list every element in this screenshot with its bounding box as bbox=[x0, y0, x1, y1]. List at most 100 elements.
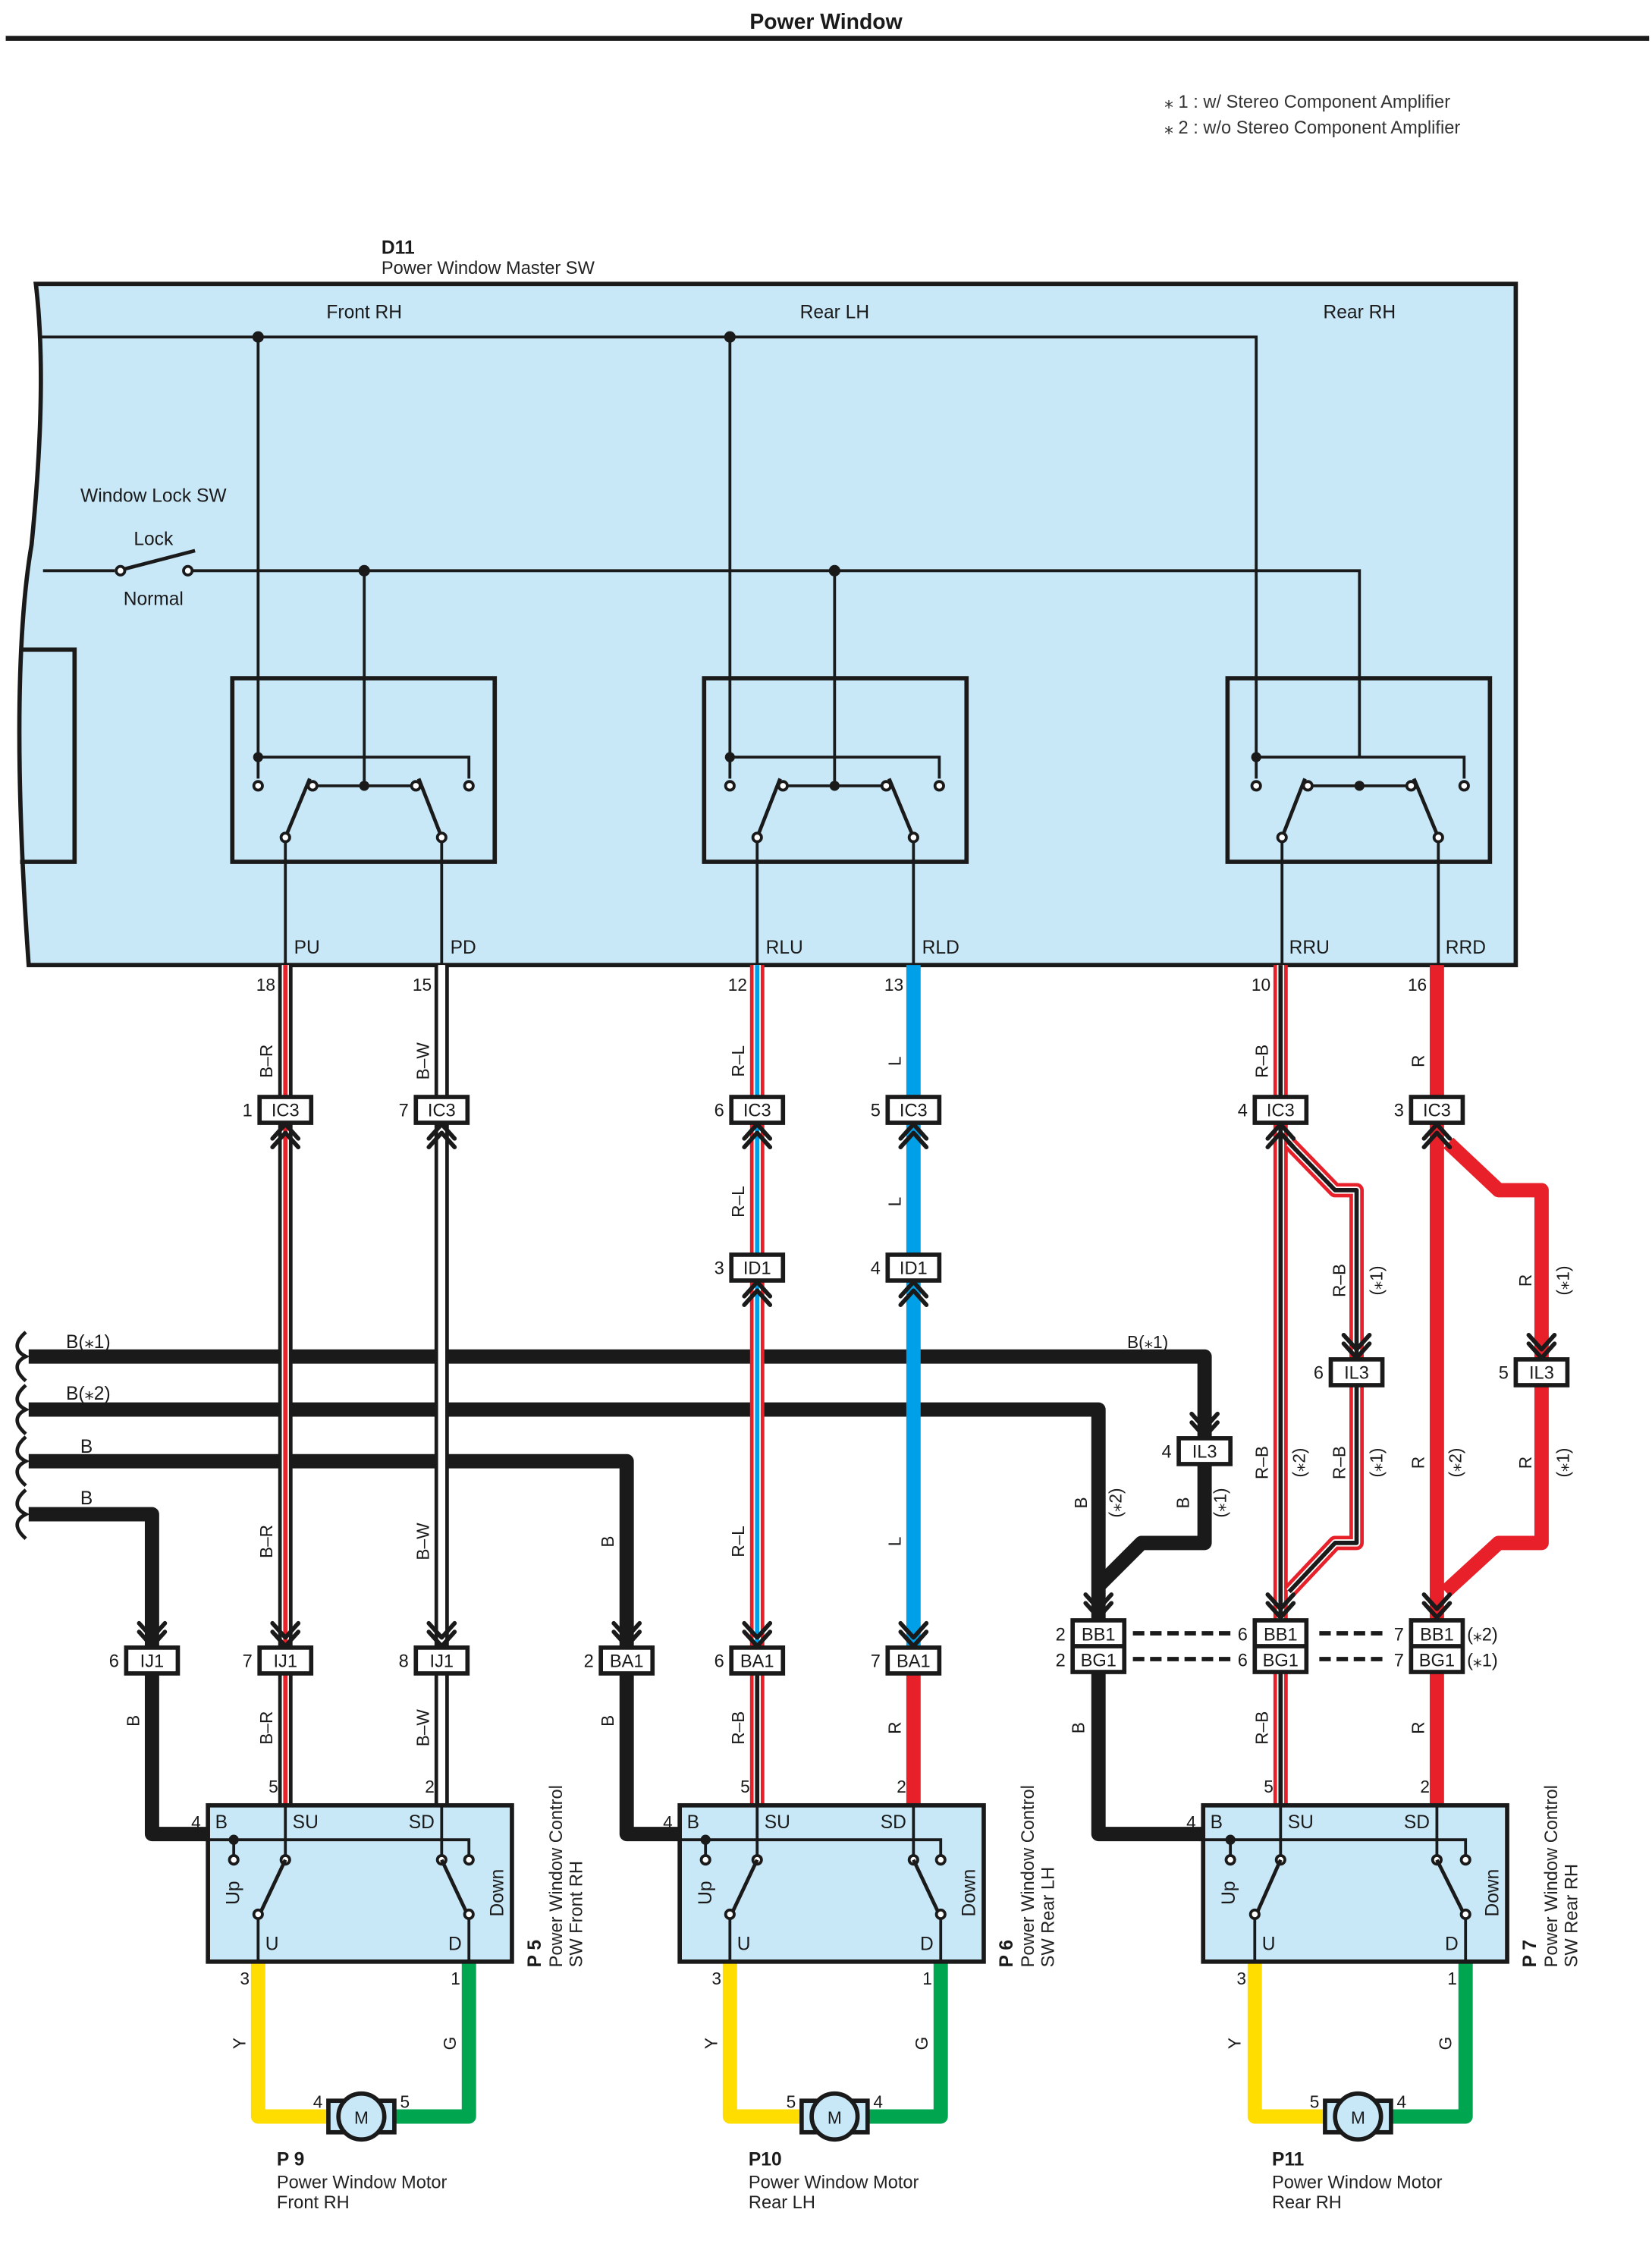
pin-number: 2 bbox=[425, 1777, 435, 1796]
connector-pin: 5 bbox=[1499, 1363, 1509, 1383]
connector-pin: 3 bbox=[1394, 1102, 1404, 1121]
connector-body bbox=[413, 1645, 470, 1676]
wire-note: (⁎1) bbox=[1367, 1448, 1387, 1478]
wire-break-mark bbox=[15, 1384, 30, 1436]
pin-12: 12 bbox=[728, 975, 747, 995]
connector-name: IC3 bbox=[272, 1102, 300, 1121]
wire-break-mark bbox=[15, 1435, 30, 1488]
pin-number: 1 bbox=[451, 1969, 460, 1988]
connector-name: BB1 bbox=[1420, 1625, 1454, 1645]
wire bbox=[1283, 1137, 1364, 1359]
connector-pin: 4 bbox=[1238, 1102, 1248, 1121]
contact-terminal bbox=[751, 831, 763, 844]
terminal-label-u: U bbox=[1262, 1934, 1276, 1955]
switch-blade bbox=[887, 778, 916, 838]
connector-name: BB1 bbox=[1264, 1625, 1298, 1645]
connector-name: IL3 bbox=[1192, 1442, 1217, 1462]
connector-body bbox=[413, 1095, 470, 1125]
pin-number: 1 bbox=[922, 1969, 932, 1988]
switch-blade bbox=[416, 778, 444, 838]
control-switch-name: Power Window Control bbox=[547, 1785, 567, 1967]
contact-terminal bbox=[463, 1908, 475, 1921]
wire-label: B(⁎1) bbox=[1127, 1332, 1168, 1352]
switch-blade bbox=[1255, 1859, 1283, 1912]
pin-16: 16 bbox=[1408, 975, 1427, 995]
pin-number: 3 bbox=[240, 1969, 250, 1988]
connector-arrow-icon bbox=[426, 1122, 457, 1150]
motor-location: Front RH bbox=[277, 2193, 350, 2213]
pin-number: 4 bbox=[663, 1812, 673, 1832]
wire-note: (⁎1) bbox=[1367, 1265, 1387, 1295]
connector-arrow-icon bbox=[270, 1122, 301, 1150]
pin-number: 4 bbox=[1186, 1812, 1196, 1832]
up-label: Up bbox=[696, 1881, 716, 1904]
connector-arrow-icon bbox=[898, 1122, 929, 1150]
master-switch-unit bbox=[1225, 676, 1493, 864]
control-switch-body bbox=[1201, 1802, 1509, 1964]
connector-arrow-icon bbox=[742, 1122, 773, 1150]
note-star2: ⁎ 2 : w/o Stereo Component Amplifier bbox=[1164, 118, 1460, 138]
pin-number: 5 bbox=[1310, 2092, 1320, 2112]
wire-label: B bbox=[1068, 1722, 1088, 1733]
connector-pin: 1 bbox=[243, 1102, 253, 1121]
terminal-rru: RRU bbox=[1289, 938, 1330, 958]
connector-body bbox=[1328, 1357, 1385, 1387]
terminal-label-sd: SD bbox=[1404, 1812, 1430, 1833]
wire-label: L bbox=[884, 1197, 904, 1207]
motor-wire-up bbox=[250, 1961, 341, 2124]
wire-note: (⁎2) bbox=[1289, 1448, 1308, 1478]
terminal-rrd: RRD bbox=[1446, 938, 1486, 958]
connector-pin: 5 bbox=[871, 1102, 881, 1121]
wire-note: (⁎1) bbox=[1553, 1265, 1572, 1295]
connector-body bbox=[729, 1252, 786, 1283]
control-switch-id: P 7 bbox=[1520, 1940, 1541, 1967]
wire-label: B–R bbox=[256, 1711, 276, 1745]
motor-wire-up bbox=[1247, 1961, 1337, 2124]
connector-body bbox=[124, 1645, 181, 1676]
motor-name: Power Window Motor bbox=[277, 2173, 448, 2193]
connector-pin: 7 bbox=[243, 1651, 253, 1671]
connector-name: IC3 bbox=[1267, 1102, 1295, 1121]
connector-name: ID1 bbox=[900, 1259, 928, 1278]
wire bbox=[1440, 1384, 1549, 1598]
section-rear-lh: Rear LH bbox=[800, 303, 869, 323]
control-switch-name: Power Window Control bbox=[1542, 1785, 1562, 1967]
motor-symbol: M bbox=[828, 2107, 842, 2127]
pin-number: 4 bbox=[873, 2092, 883, 2112]
connector-arrow-icon bbox=[742, 1280, 773, 1307]
wire-label: R–B bbox=[1329, 1264, 1349, 1297]
section-rear-rh: Rear RH bbox=[1324, 303, 1396, 323]
connector-pin: 6 bbox=[1314, 1363, 1324, 1383]
contact-terminal bbox=[699, 1854, 711, 1866]
ground-bus-star1 bbox=[1093, 1463, 1212, 1592]
contact-terminal bbox=[228, 1854, 240, 1866]
connector-name: IJ1 bbox=[273, 1651, 297, 1671]
control-switch-body bbox=[206, 1802, 514, 1964]
wire bbox=[1443, 1137, 1549, 1359]
wire-label: B–R bbox=[256, 1525, 276, 1558]
wire-label: L bbox=[884, 1056, 904, 1066]
switch-blade bbox=[440, 1859, 468, 1912]
wire-note: (⁎2) bbox=[1105, 1488, 1125, 1517]
connector-arrow-icon bbox=[611, 1620, 642, 1648]
switch-blade bbox=[1412, 778, 1440, 838]
terminal-label-su: SU bbox=[765, 1812, 790, 1833]
wire-label: B bbox=[1071, 1497, 1091, 1508]
connector-body bbox=[885, 1252, 942, 1283]
contact-terminal bbox=[1459, 1908, 1471, 1921]
terminal-label-b: B bbox=[687, 1812, 699, 1833]
connector-name: ID1 bbox=[743, 1259, 771, 1278]
connector-pin: 6 bbox=[715, 1651, 724, 1671]
connector-name: IC3 bbox=[428, 1102, 456, 1121]
wire-label: B bbox=[1173, 1497, 1192, 1508]
junction-dot bbox=[1354, 781, 1365, 791]
